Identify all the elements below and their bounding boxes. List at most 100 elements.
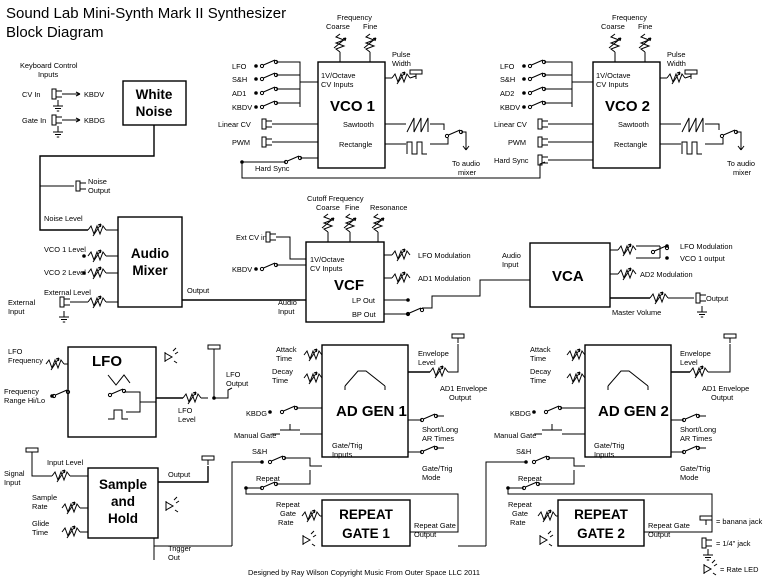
vco2-ad2-switch-icon[interactable] <box>527 86 547 96</box>
rg1-rate-knob-icon[interactable] <box>301 509 321 523</box>
vco2-fine-knob-icon[interactable] <box>638 33 652 53</box>
vca-output-jack-icon[interactable] <box>695 292 707 304</box>
sh-trigger-2: Out <box>168 553 180 562</box>
lfo-level-2: Level <box>178 415 196 424</box>
rg2-rate-led-icon <box>539 530 554 547</box>
vca-lfo-mod-knob-icon[interactable] <box>617 243 637 257</box>
ad1-repeat-switch-icon[interactable] <box>259 481 279 491</box>
vco2-pwm-jack-icon[interactable] <box>537 136 549 148</box>
sh-rate-2: Rate <box>32 502 48 511</box>
ad1-env-output-jack-icon[interactable] <box>451 333 465 344</box>
vco2-kbdv-switch-icon[interactable] <box>527 100 547 110</box>
vco2-sh-switch-icon[interactable] <box>527 72 547 82</box>
ad1-label: AD GEN 1 <box>336 403 407 420</box>
vco1-rect-label: Rectangle <box>339 140 372 149</box>
vco1-level-knob-icon[interactable] <box>87 249 107 263</box>
noise-output-jack-icon[interactable] <box>75 180 87 192</box>
hard-sync-switch-icon[interactable] <box>283 155 303 165</box>
vco1-coarse-knob-icon[interactable] <box>333 33 347 53</box>
vco1-in-linear: Linear CV <box>218 120 251 129</box>
ad2-repeat-switch-icon[interactable] <box>521 481 541 491</box>
mixer-vco1-level: VCO 1 Level <box>44 245 86 254</box>
sh-input-level-knob-icon[interactable] <box>51 469 71 483</box>
ad1-decay-knob-icon[interactable] <box>303 371 323 385</box>
master-volume-knob-icon[interactable] <box>649 291 669 305</box>
ad2-env-level-knob-icon[interactable] <box>689 365 709 379</box>
vcf-lfo-mod-knob-icon[interactable] <box>391 248 411 262</box>
vco1-linear-jack-icon[interactable] <box>261 118 273 130</box>
ad2-short-long-switch-icon[interactable] <box>681 413 701 423</box>
gate-in-jack-icon[interactable] <box>51 114 63 126</box>
vcf-ad1-mod-knob-icon[interactable] <box>391 271 411 285</box>
vco2-label: VCO 2 <box>605 98 650 115</box>
vcf-res-knob-icon[interactable] <box>371 213 385 233</box>
vco1-sh-switch-icon[interactable] <box>259 72 279 82</box>
vco2-lfo-switch-icon[interactable] <box>527 59 547 69</box>
ad1-attack-knob-icon[interactable] <box>303 348 323 362</box>
vco2-level-knob-icon[interactable] <box>87 266 107 280</box>
lfo-level-knob-icon[interactable] <box>182 391 202 405</box>
audio-mixer-label-2: Mixer <box>132 263 168 278</box>
rg2-rate-knob-icon[interactable] <box>537 509 557 523</box>
sh-signal-jack-icon[interactable] <box>25 447 39 458</box>
ad2-sh-switch-icon[interactable] <box>531 455 551 465</box>
sample-hold-block <box>87 467 159 539</box>
ad1-sh: S&H <box>252 447 267 456</box>
sh-output-jack-icon[interactable] <box>201 455 215 466</box>
ad2-env-level-1: Envelope <box>680 349 711 358</box>
sh-rate-knob-icon[interactable] <box>61 501 81 515</box>
external-input-jack-icon[interactable] <box>59 296 71 308</box>
lfo-output-jack-icon[interactable] <box>207 344 221 355</box>
ad2-kbdg-switch-icon[interactable] <box>543 405 563 415</box>
vco2-cv-2: CV Inputs <box>596 80 629 89</box>
vco1-fine-knob-icon[interactable] <box>363 33 377 53</box>
lfo-freq-knob-icon[interactable] <box>45 357 65 371</box>
sh-output: Output <box>168 470 190 479</box>
ad2-decay-2: Time <box>530 376 546 385</box>
vcf-ext-cv-jack-icon[interactable] <box>265 231 277 243</box>
sh-glide-knob-icon[interactable] <box>61 525 81 539</box>
ad2-attack-knob-icon[interactable] <box>566 348 586 362</box>
ad2-mode-switch-icon[interactable] <box>681 445 701 455</box>
vcf-fine-knob-icon[interactable] <box>343 213 357 233</box>
ad2-decay-knob-icon[interactable] <box>566 371 586 385</box>
ad1-kbdg-switch-icon[interactable] <box>279 405 299 415</box>
vco1-ad1-switch-icon[interactable] <box>259 86 279 96</box>
ad1-sh-switch-icon[interactable] <box>267 455 287 465</box>
vco1-lfo-switch-icon[interactable] <box>259 59 279 69</box>
vco2-in-linear: Linear CV <box>494 120 527 129</box>
vcf-coarse: Coarse <box>316 203 340 212</box>
vco2-coarse-knob-icon[interactable] <box>608 33 622 53</box>
vco1-wave-switch-icon[interactable] <box>444 129 464 139</box>
ad2-env-output-jack-icon[interactable] <box>723 333 737 344</box>
ad1-env-level-knob-icon[interactable] <box>429 365 449 379</box>
lfo-output-2: Output <box>226 379 248 388</box>
vco1-kbdv-switch-icon[interactable] <box>259 100 279 110</box>
vcf-res: Resonance <box>370 203 407 212</box>
vco1-pw-knob-icon[interactable] <box>391 71 411 85</box>
repeat-gate-2-block <box>557 499 645 547</box>
vca-ad2-mod-knob-icon[interactable] <box>617 267 637 281</box>
external-level-knob-icon[interactable] <box>87 295 107 309</box>
vco2-pw-knob-icon[interactable] <box>666 71 686 85</box>
vcf-kbdv-switch-icon[interactable] <box>259 262 279 272</box>
cv-in-jack-icon[interactable] <box>51 88 63 100</box>
vco2-sync-jack-icon[interactable] <box>537 154 549 166</box>
rg1-label-1: REPEAT <box>339 507 394 522</box>
vcf-coarse-knob-icon[interactable] <box>321 213 335 233</box>
ad1-mode-switch-icon[interactable] <box>419 445 439 455</box>
noise-level-knob-icon[interactable] <box>87 223 107 237</box>
noise-output-label-1: Noise <box>88 177 107 186</box>
lfo-range-switch-icon[interactable] <box>51 389 71 399</box>
vco1-pwm-jack-icon[interactable] <box>261 136 273 148</box>
legend-banana: = banana jack <box>716 517 763 526</box>
vco2-linear-jack-icon[interactable] <box>537 118 549 130</box>
ad1-decay-1: Decay <box>272 367 293 376</box>
lfo-label: LFO <box>92 353 122 370</box>
vcf-ext-cv: Ext CV in <box>236 233 267 242</box>
vco1-coarse: Coarse <box>326 22 350 31</box>
vco2-wave-switch-icon[interactable] <box>719 129 739 139</box>
ad1-short-long-switch-icon[interactable] <box>419 413 439 423</box>
vco2-cv-1: 1V/Octave <box>596 71 631 80</box>
